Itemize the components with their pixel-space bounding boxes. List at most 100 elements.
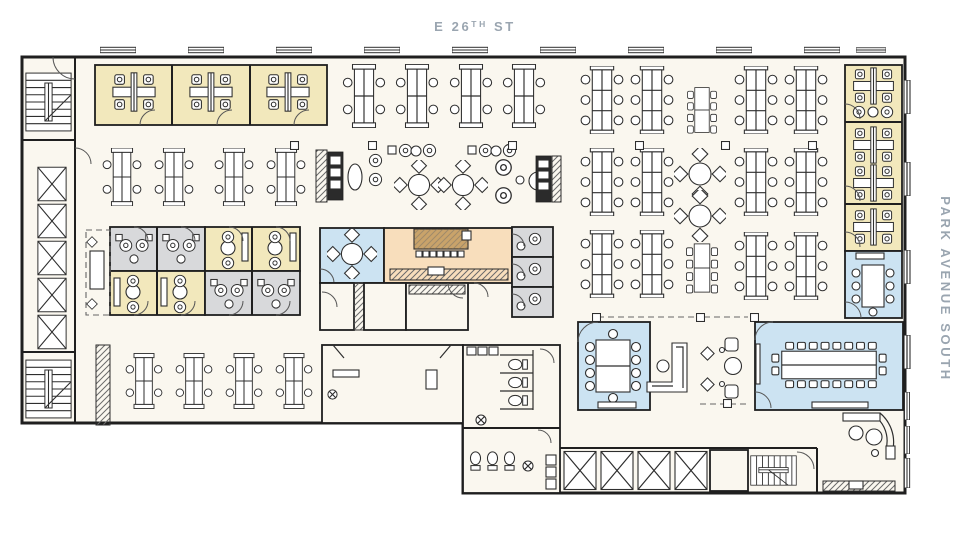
sink (427, 266, 445, 276)
lounge-table (347, 163, 363, 191)
toilet (503, 451, 516, 471)
door-arc (537, 348, 555, 444)
chair (630, 341, 642, 353)
meeting-room-right (844, 250, 903, 319)
door-arc (844, 103, 861, 248)
side-table (516, 301, 526, 311)
cabinet (545, 466, 557, 478)
core-wall (22, 139, 75, 353)
office-desk (853, 126, 894, 164)
table (89, 250, 105, 290)
elevator (637, 450, 671, 491)
building-core-left (21, 56, 92, 424)
office-partition (171, 65, 251, 125)
column (425, 369, 438, 390)
window (903, 458, 911, 488)
column (368, 141, 377, 150)
street-label-right: PARK AVENUE SOUTH (938, 196, 953, 382)
wall-desk (160, 277, 168, 307)
meeting-table (687, 87, 717, 134)
side-table (516, 241, 526, 251)
window (903, 426, 911, 454)
desk-cluster (784, 66, 828, 134)
entry-area (822, 412, 896, 492)
desk-cluster (630, 230, 674, 298)
elevator (37, 277, 67, 313)
shelf-slot (329, 155, 342, 166)
window (903, 162, 911, 196)
chair (851, 268, 861, 278)
window (804, 46, 840, 54)
office-desk (853, 67, 894, 105)
stairs (25, 359, 72, 419)
toilet (508, 376, 528, 389)
elevator (674, 450, 708, 491)
chair (221, 230, 235, 244)
desk-cluster (580, 66, 624, 134)
wall-desk (241, 232, 249, 262)
flex-area (85, 229, 111, 316)
chair (528, 262, 542, 276)
door-arc (52, 56, 76, 80)
pantry-table-hatch (414, 229, 468, 249)
credenza (597, 401, 637, 409)
desk-cluster (630, 148, 674, 216)
column (808, 141, 817, 150)
shelf-wall (315, 149, 328, 203)
door-arc (511, 233, 525, 307)
wall-desk (289, 232, 297, 262)
side-table (461, 230, 472, 241)
window (903, 335, 911, 369)
reception-desk-line (652, 346, 684, 388)
toilet (508, 394, 528, 407)
restrooms (462, 344, 561, 494)
door-arc (844, 301, 862, 319)
lounge-chair (724, 384, 739, 399)
chair (268, 230, 282, 244)
window (903, 250, 911, 284)
door-arc (796, 451, 815, 470)
urinal (477, 346, 488, 356)
door-arc (577, 321, 599, 343)
column (696, 313, 705, 322)
coffee-table (410, 145, 422, 157)
desk-cluster (784, 232, 828, 300)
shelf-slot (537, 159, 550, 169)
window (540, 46, 576, 54)
desk-cluster (734, 148, 778, 216)
window (452, 46, 488, 54)
door-arc (319, 268, 335, 284)
chair (630, 367, 642, 379)
window (903, 80, 911, 114)
elevator (600, 450, 634, 491)
chair (607, 328, 619, 340)
flex-boundary (85, 229, 111, 316)
street-label-top-sup: TH (471, 19, 488, 29)
stool (415, 250, 423, 258)
office-desk (853, 208, 894, 246)
conference-room (577, 321, 651, 411)
private-offices-top (94, 64, 328, 126)
reception-area (592, 313, 815, 408)
chair (607, 392, 619, 404)
service-room (709, 449, 749, 492)
wall-chase (95, 344, 111, 426)
elevator (37, 240, 67, 276)
room-partition (156, 227, 253, 315)
chair (630, 354, 642, 366)
window (856, 47, 886, 53)
stool (429, 250, 437, 258)
core-bottom (560, 447, 818, 493)
stool (436, 250, 444, 258)
meeting-table (685, 243, 719, 294)
sink (522, 460, 534, 472)
whiteboard (755, 343, 761, 385)
shelf-slot (537, 181, 550, 191)
side-table (515, 175, 525, 185)
chair (630, 380, 642, 392)
lounge-chair (398, 143, 413, 158)
column (750, 313, 759, 322)
street-label-top: E 26TH ST (434, 19, 516, 34)
elevator (37, 203, 67, 239)
lounge-chair (880, 105, 894, 119)
